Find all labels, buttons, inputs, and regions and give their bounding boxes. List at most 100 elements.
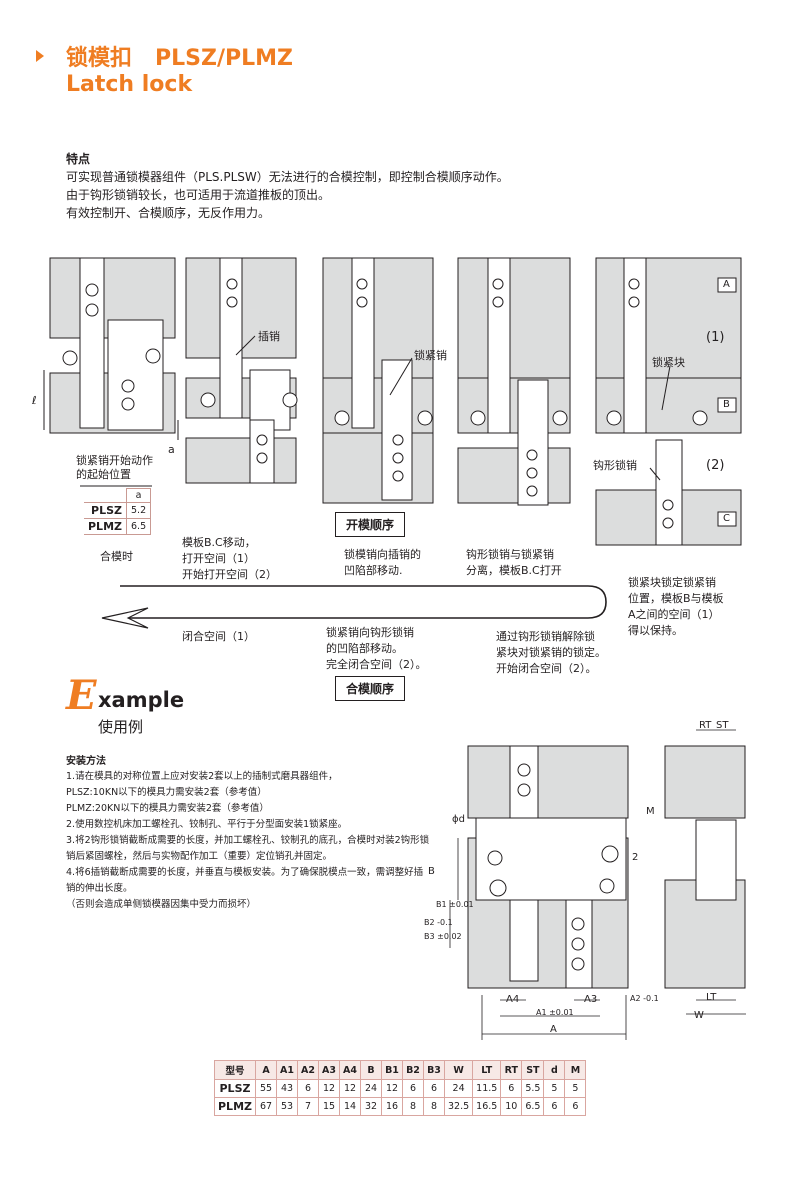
table-cell: 8 xyxy=(402,1097,424,1116)
close2-line: 的凹陷部移动。 xyxy=(326,642,403,655)
plate-b-panel-5 xyxy=(595,377,742,434)
title-bullet-icon xyxy=(36,50,44,62)
col-header: 型号 xyxy=(214,1060,256,1080)
insert-pin-panel-4 xyxy=(517,379,549,506)
step4-line: 锁紧块锁定锁紧销 xyxy=(628,576,716,589)
col-header: A2 xyxy=(297,1060,319,1080)
plate-c-panel-4 xyxy=(457,447,571,504)
table-cell: 14 xyxy=(339,1097,361,1116)
dim-a: a xyxy=(168,443,175,456)
install-line: 销的伸出长度。 xyxy=(66,883,133,894)
step3-line: 分离，模板B.C打开 xyxy=(466,564,562,577)
dim-a1: A1 ±0.01 xyxy=(536,1008,574,1017)
close1-label: 闭合空间（1） xyxy=(182,630,255,643)
col-header: B3 xyxy=(423,1060,445,1080)
table-cell: 6.5 xyxy=(521,1097,545,1116)
table-row: PLSZ 55 43 6 12 12 24 12 6 6 24 11.5 6 5… xyxy=(214,1079,587,1098)
table-cell: 5 xyxy=(543,1079,566,1098)
insert-pin-panel-5 xyxy=(655,439,683,546)
col-header: B xyxy=(360,1060,382,1080)
spec-header-row: 型号 A A1 A2 A3 A4 B B1 B2 B3 W LT RT ST d… xyxy=(214,1060,587,1080)
col-header: d xyxy=(543,1060,566,1080)
install-line: PLSZ:10KN以下的模具力需安装2套（参考值） xyxy=(66,787,267,798)
example-heading-cn: 使用例 xyxy=(98,718,144,736)
install-line: （否则会造成单侧锁模器因集中受力而损坏） xyxy=(66,899,257,910)
dim-a3: A3 xyxy=(584,994,598,1005)
example-heading: xample xyxy=(98,688,185,712)
a-header: a xyxy=(125,488,152,503)
install-line: 2.使用数控机床加工螺栓孔、铰制孔、平行于分型面安装1锁紧座。 xyxy=(66,819,348,830)
table-cell: 10 xyxy=(500,1097,523,1116)
close-sequence-box: 合模顺序 xyxy=(335,676,406,701)
table-cell: 8 xyxy=(423,1097,445,1116)
plate-label-c: C xyxy=(723,513,730,524)
feature-line: 有效控制开、合模顺序，无反作用力。 xyxy=(66,206,271,220)
dim-m: M xyxy=(646,806,655,817)
plate-c-panel-3 xyxy=(322,432,434,504)
table-cell: 53 xyxy=(276,1097,298,1116)
dim-rt: RT xyxy=(699,720,712,731)
step4-line: 得以保持。 xyxy=(628,624,683,637)
plate-c-panel-2 xyxy=(185,437,297,484)
insert-pin-panel-2 xyxy=(249,419,275,484)
col-header: A4 xyxy=(339,1060,361,1080)
col-header: A1 xyxy=(276,1060,298,1080)
col-header: B1 xyxy=(381,1060,403,1080)
label-space-1: (1) xyxy=(706,330,725,345)
example-plate-top xyxy=(467,745,629,819)
start-note-line: 的起始位置 xyxy=(76,468,131,481)
table-cell: 55 xyxy=(255,1079,277,1098)
start-note-line: 锁紧销开始动作 xyxy=(76,454,153,467)
plate-label-b: B xyxy=(723,399,730,410)
dim-2: 2 xyxy=(632,852,639,863)
table-cell: 24 xyxy=(360,1079,382,1098)
label-space-2: (2) xyxy=(706,458,725,473)
step4-line: A之间的空间（1） xyxy=(628,608,720,621)
dim-b1: B1 ±0.01 xyxy=(436,900,474,909)
feature-line: 由于钩形锁销较长，也可适用于流道推板的顶出。 xyxy=(66,188,331,202)
install-line: 1.请在模具的对称位置上应对安装2套以上的插制式磨具器组件， xyxy=(66,771,338,782)
table-cell: 11.5 xyxy=(472,1079,502,1098)
hook-pin-panel-1 xyxy=(79,257,105,429)
page-subtitle: Latch lock xyxy=(66,72,193,97)
plate-a-panel-4 xyxy=(457,257,571,379)
dim-lt: LT xyxy=(706,992,717,1003)
table-cell: 7 xyxy=(297,1097,319,1116)
dim-w: W xyxy=(694,1010,704,1021)
dim-b: B xyxy=(428,866,435,877)
example-heading-initial: E xyxy=(66,672,97,719)
side-lock-block xyxy=(695,819,737,901)
dim-b3: B3 ±0.02 xyxy=(424,932,462,941)
step2-line: 凹陷部移动. xyxy=(344,564,403,577)
col-header: A xyxy=(255,1060,277,1080)
col-header: M xyxy=(564,1060,587,1080)
table-cell: 5 xyxy=(564,1079,587,1098)
plate-a-panel-3 xyxy=(322,257,434,379)
close3-line: 紧块对锁紧销的锁定。 xyxy=(496,646,606,659)
table-cell: 5.5 xyxy=(521,1079,545,1098)
label-lock-pin: 锁紧销 xyxy=(414,349,447,362)
install-line: 3.将2钩形锁销截断成需要的长度，并加工螺栓孔、铰制孔的底孔，合模时对装2钩形锁 xyxy=(66,835,430,846)
col-header: LT xyxy=(472,1060,502,1080)
install-line: 4.将6插销截断成需要的长度，并垂直与模板安装。为了确保脱模点一致，需调整好插 xyxy=(66,867,424,878)
spec-table: 型号 A A1 A2 A3 A4 B B1 B2 B3 W LT RT ST d… xyxy=(214,1060,587,1116)
step2-line: 锁模销向插销的 xyxy=(344,548,421,561)
table-cell: 6 xyxy=(402,1079,424,1098)
hook-pin-panel-2 xyxy=(219,257,243,419)
step3-line: 钩形锁销与锁紧销 xyxy=(466,548,554,561)
plate-label-a: A xyxy=(723,279,730,290)
label-insert-pin: 插销 xyxy=(258,330,280,343)
mold-closed-label: 合模时 xyxy=(100,550,133,563)
install-line: 销后紧固螺栓，然后与实物配作加工（重要）定位销孔并固定。 xyxy=(66,851,333,862)
label-hook-pin: 钩形锁销 xyxy=(593,459,637,472)
table-cell: 16 xyxy=(381,1097,403,1116)
table-cell: 16.5 xyxy=(472,1097,502,1116)
table-cell: 12 xyxy=(339,1079,361,1098)
features-heading: 特点 xyxy=(66,152,91,166)
open-sequence-box: 开模顺序 xyxy=(335,512,406,537)
feature-line: 可实现普通锁模器组件（PLS.PLSW）无法进行的合模控制，即控制合模顺序动作。 xyxy=(66,170,509,184)
close3-line: 通过钩形锁销解除锁 xyxy=(496,630,595,643)
side-plate-top xyxy=(664,745,746,819)
